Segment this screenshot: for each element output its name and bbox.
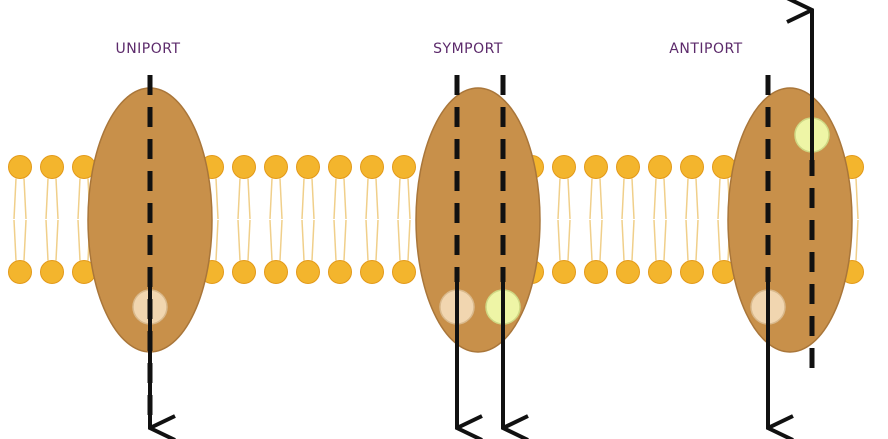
- lipid-tail: [856, 220, 858, 261]
- phospholipid-head-icon: [9, 261, 32, 284]
- antiport-label: ANTIPORT: [669, 41, 742, 57]
- lipid-tail: [344, 179, 346, 220]
- lipid-tail: [600, 179, 602, 220]
- lipid-tail: [654, 179, 656, 220]
- phospholipid-head-icon: [617, 156, 640, 179]
- lipid-tail: [56, 220, 58, 261]
- lipid-tail: [312, 220, 314, 261]
- phospholipid-head-icon: [265, 261, 288, 284]
- lipid-tail: [558, 220, 560, 261]
- lipid-tail: [344, 220, 346, 261]
- lipid-tail: [280, 179, 282, 220]
- lipid-tail: [270, 220, 272, 261]
- lipid-tail: [24, 220, 26, 261]
- lipid-tail: [408, 220, 410, 261]
- phospholipid-head-icon: [617, 261, 640, 284]
- lipid-tail: [280, 220, 282, 261]
- lipid-tail: [366, 220, 368, 261]
- lipid-tail: [238, 220, 240, 261]
- phospholipid-head-icon: [265, 156, 288, 179]
- lipid-tail: [46, 179, 48, 220]
- symport-label: SYMPORT: [433, 41, 503, 57]
- phospholipid-head-icon: [361, 156, 384, 179]
- phospholipid-head-icon: [585, 156, 608, 179]
- lipid-tail: [14, 220, 16, 261]
- phospholipid-head-icon: [553, 261, 576, 284]
- lipid-tail: [216, 220, 218, 261]
- phospholipid-head-icon: [361, 261, 384, 284]
- phospholipid-head-icon: [41, 261, 64, 284]
- lipid-tail: [398, 220, 400, 261]
- lipid-tail: [632, 179, 634, 220]
- lipid-tail: [14, 179, 16, 220]
- phospholipid-head-icon: [9, 156, 32, 179]
- phospholipid-head-icon: [393, 261, 416, 284]
- phospholipid-head-icon: [233, 261, 256, 284]
- lipid-tail: [312, 179, 314, 220]
- symport-protein-icon: [416, 88, 540, 352]
- lipid-tail: [856, 179, 858, 220]
- lipid-tail: [398, 179, 400, 220]
- lipid-tail: [302, 220, 304, 261]
- lipid-tail: [696, 179, 698, 220]
- lipid-tail: [78, 220, 80, 261]
- lipid-tail: [238, 179, 240, 220]
- phospholipid-head-icon: [329, 261, 352, 284]
- lipid-tail: [248, 220, 250, 261]
- lipid-tail: [664, 179, 666, 220]
- lipid-tail: [600, 220, 602, 261]
- lipid-tail: [78, 179, 80, 220]
- phospholipid-head-icon: [649, 156, 672, 179]
- lipid-tail: [622, 179, 624, 220]
- symport-group: SYMPORT: [416, 41, 540, 428]
- lipid-tail: [56, 179, 58, 220]
- lipid-tail: [24, 179, 26, 220]
- lipid-tail: [622, 220, 624, 261]
- lipid-tail: [718, 179, 720, 220]
- phospholipid-head-icon: [297, 156, 320, 179]
- lipid-tail: [334, 220, 336, 261]
- lipid-tail: [376, 220, 378, 261]
- lipid-tail: [664, 220, 666, 261]
- lipid-tail: [248, 179, 250, 220]
- antiport-protein-icon: [728, 88, 852, 352]
- phospholipid-head-icon: [393, 156, 416, 179]
- lipid-tail: [568, 179, 570, 220]
- phospholipid-head-icon: [41, 156, 64, 179]
- phospholipid-head-icon: [681, 261, 704, 284]
- lipid-tail: [686, 220, 688, 261]
- lipid-tail: [654, 220, 656, 261]
- phospholipid-head-icon: [553, 156, 576, 179]
- lipid-tail: [216, 179, 218, 220]
- lipid-tail: [632, 220, 634, 261]
- phospholipid-head-icon: [681, 156, 704, 179]
- lipid-tail: [46, 220, 48, 261]
- lipid-tail: [568, 220, 570, 261]
- lipid-tail: [302, 179, 304, 220]
- uniport-group: UNIPORT: [88, 41, 212, 428]
- lipid-tail: [696, 220, 698, 261]
- antiport-group: ANTIPORT: [669, 10, 852, 428]
- phospholipid-head-icon: [585, 261, 608, 284]
- phospholipid-head-icon: [233, 156, 256, 179]
- lipid-tail: [270, 179, 272, 220]
- lipid-tail: [590, 179, 592, 220]
- phospholipid-head-icon: [329, 156, 352, 179]
- lipid-tail: [334, 179, 336, 220]
- lipid-tail: [558, 179, 560, 220]
- phospholipid-head-icon: [649, 261, 672, 284]
- lipid-tail: [366, 179, 368, 220]
- phospholipid-head-icon: [297, 261, 320, 284]
- lipid-tail: [408, 179, 410, 220]
- lipid-tail: [590, 220, 592, 261]
- lipid-tail: [718, 220, 720, 261]
- lipid-tail: [376, 179, 378, 220]
- lipid-tail: [686, 179, 688, 220]
- uniport-label: UNIPORT: [115, 41, 180, 57]
